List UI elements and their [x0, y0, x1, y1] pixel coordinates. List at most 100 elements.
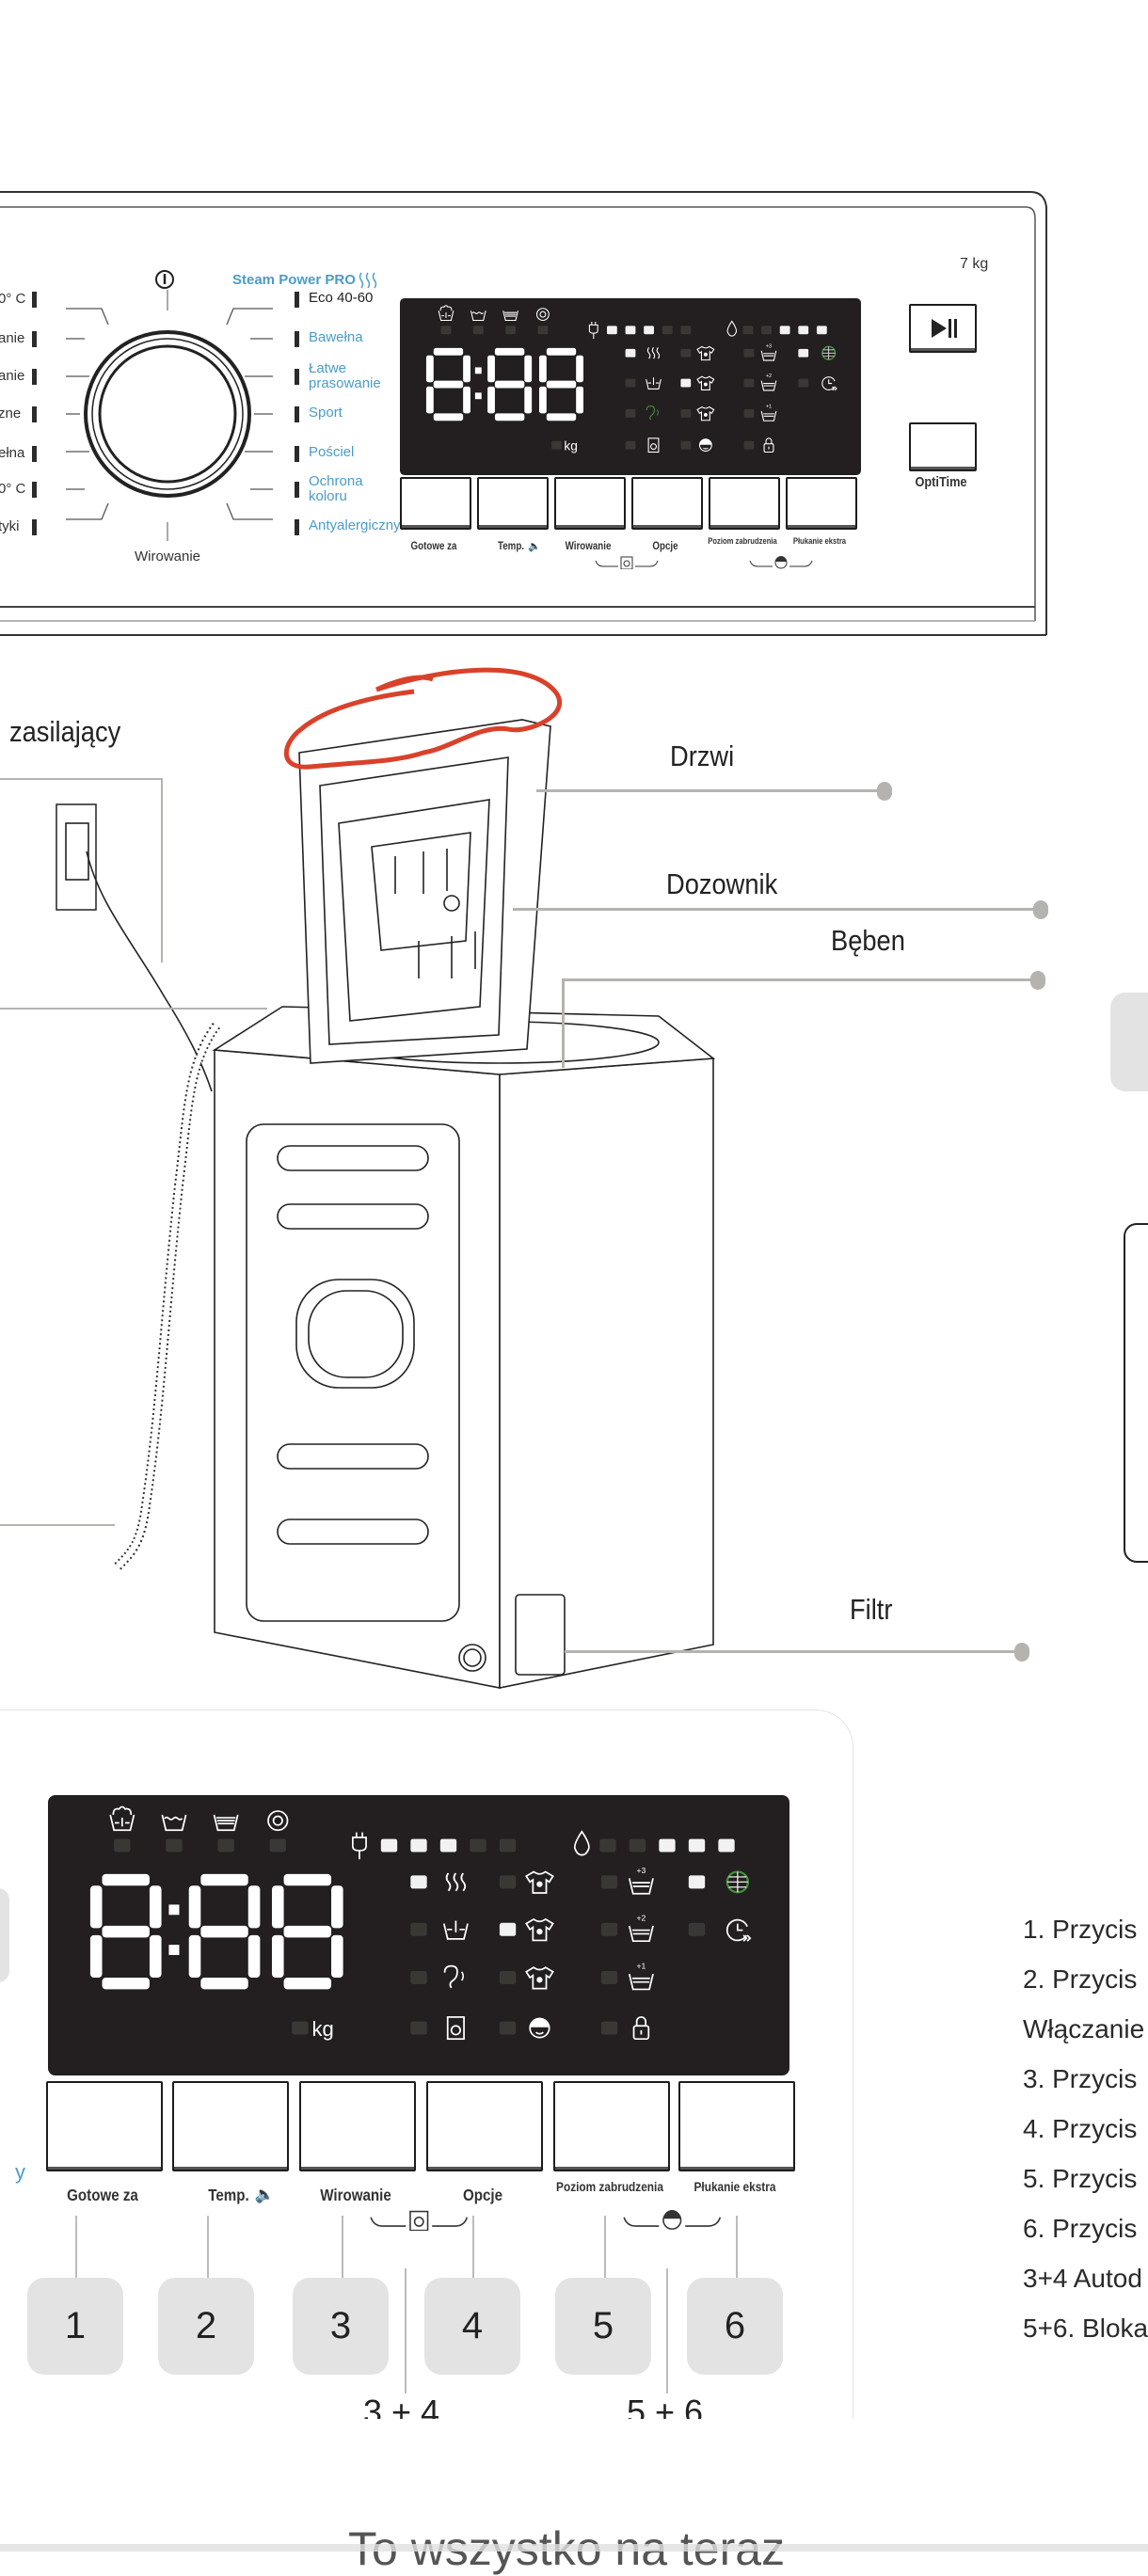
panel-button-6[interactable] — [678, 2081, 795, 2171]
indicator-led — [625, 348, 636, 358]
indicator-led — [472, 326, 484, 335]
indicator-led — [688, 1875, 706, 1889]
indicator-led — [499, 1922, 517, 1936]
legend-item: 3+4 Autod — [1023, 2264, 1142, 2293]
panel-button-2[interactable] — [477, 477, 549, 530]
program-label-right[interactable]: Antyalergiczny — [309, 517, 401, 533]
drum-callout-vline — [562, 978, 565, 1068]
lcd-display: kg+3+2+1 — [400, 298, 861, 475]
program-tick-left — [32, 331, 37, 347]
panel-button-label: Gotowe za — [67, 2186, 138, 2204]
drum-label: Bęben — [831, 924, 905, 957]
panel-button-label: Temp. — [208, 2186, 249, 2204]
button-pointer-line — [604, 2216, 606, 2278]
seven-segment-digit — [89, 1873, 162, 1990]
shirt-icon — [525, 1966, 554, 1990]
colon-dot — [474, 367, 482, 374]
button-pointer-line — [207, 2216, 209, 2278]
panel-button-1[interactable] — [400, 477, 471, 530]
soil-level-led — [798, 326, 809, 335]
colon-dot — [474, 392, 482, 400]
panel-button-4[interactable] — [631, 477, 703, 530]
washer-drawing — [56, 667, 716, 1689]
start-pause-button[interactable] — [909, 304, 977, 353]
panel-button-3[interactable] — [299, 2081, 416, 2171]
seven-segment-digit — [271, 1873, 343, 1990]
control-panel-top: 7 kg Steam Power PRO 0° C anie anie zne … — [0, 179, 1148, 659]
drum-callout-line — [563, 978, 1033, 981]
shirt-icon — [525, 1870, 554, 1894]
panel-button-2[interactable] — [172, 2081, 289, 2171]
spin-icon — [535, 308, 550, 322]
soil-level-led — [659, 1838, 676, 1852]
steam-icon — [359, 272, 377, 289]
drop-icon — [726, 320, 738, 337]
wash-icon — [161, 1814, 187, 1832]
program-label-left[interactable]: zne — [0, 405, 22, 421]
washer-illustration: zasilający Drzwi Dozownik Bęben Filtr — [0, 659, 1148, 1703]
indicator-led — [680, 348, 692, 358]
kg-label: kg — [564, 439, 577, 453]
program-label-right[interactable]: Pościel — [309, 444, 355, 460]
combo-3-4-line — [405, 2268, 407, 2393]
extra-rinse-count: +1 — [636, 1962, 646, 1971]
seven-segment-digit — [487, 347, 533, 421]
spin-level-led — [410, 1838, 427, 1852]
program-label-right[interactable]: Łatwe prasowanie — [309, 360, 381, 391]
program-tick-right — [295, 482, 299, 498]
indicator-led — [798, 348, 809, 358]
soil-level-led — [688, 1838, 706, 1852]
indicator-led — [410, 1922, 427, 1936]
program-label-left[interactable]: anie — [0, 330, 25, 346]
program-tick-left — [32, 482, 37, 498]
seven-segment-digit — [538, 347, 584, 421]
panel-button-label: Wirowanie — [565, 541, 612, 552]
panel-button-5[interactable] — [709, 477, 780, 530]
spin-level-led — [470, 1838, 486, 1852]
extra-rinse-count: +1 — [766, 405, 772, 410]
rinseplus-icon — [628, 1878, 654, 1895]
indicator-led — [410, 1971, 427, 1984]
panel-button-6[interactable] — [786, 477, 857, 530]
program-label-right[interactable]: Ochrona koloru — [309, 473, 363, 504]
prewash-icon — [109, 1805, 136, 1832]
panel-button-3[interactable] — [554, 477, 626, 530]
power-cord-callout-line — [0, 778, 162, 780]
program-label-left[interactable]: ełna — [0, 445, 25, 461]
optitime-button[interactable] — [909, 422, 977, 471]
washer-icon — [647, 437, 660, 453]
drop-icon — [573, 1830, 590, 1856]
button-number-6: 6 — [687, 2278, 783, 2375]
power-cord-callout-vline — [161, 778, 163, 962]
soil-level-led — [779, 326, 790, 335]
program-label-left[interactable]: tyki — [0, 518, 20, 534]
program-label-right[interactable]: Bawełna — [309, 329, 363, 345]
seven-segment-digit — [188, 1873, 261, 1990]
program-label-right[interactable]: Eco 40-60 — [309, 290, 374, 306]
program-dial[interactable] — [66, 273, 273, 555]
panel-button-4[interactable] — [426, 2081, 543, 2171]
program-label-right[interactable]: Sport — [309, 405, 343, 421]
lock-icon — [632, 2016, 650, 2041]
program-label-left[interactable]: 0° C — [0, 481, 26, 497]
soil-level-led — [718, 1838, 735, 1852]
washer-icon — [446, 2016, 465, 2041]
program-label-left[interactable]: anie — [0, 368, 25, 384]
indicator-led — [680, 408, 692, 418]
spin-level-led — [644, 326, 654, 335]
rinseplus-icon — [628, 1973, 654, 1991]
spin-level-led — [439, 1838, 457, 1852]
lock-icon — [763, 437, 774, 453]
legend-item: 4. Przycis — [1023, 2114, 1138, 2143]
program-label-left[interactable]: 0° C — [0, 291, 26, 307]
combo-5-6-line — [666, 2268, 668, 2393]
panel-button-label: Płukanie ekstra — [792, 536, 847, 546]
legend-item: 5. Przycis — [1023, 2164, 1138, 2193]
ear-icon — [443, 1964, 465, 1989]
button-pointer-line — [472, 2216, 474, 2278]
panel-button-5[interactable] — [553, 2081, 670, 2171]
spin-level-led — [607, 326, 617, 335]
panel-button-1[interactable] — [46, 2081, 163, 2171]
shirt-icon — [525, 1917, 554, 1942]
panel-button-label: Opcje — [462, 2186, 503, 2204]
